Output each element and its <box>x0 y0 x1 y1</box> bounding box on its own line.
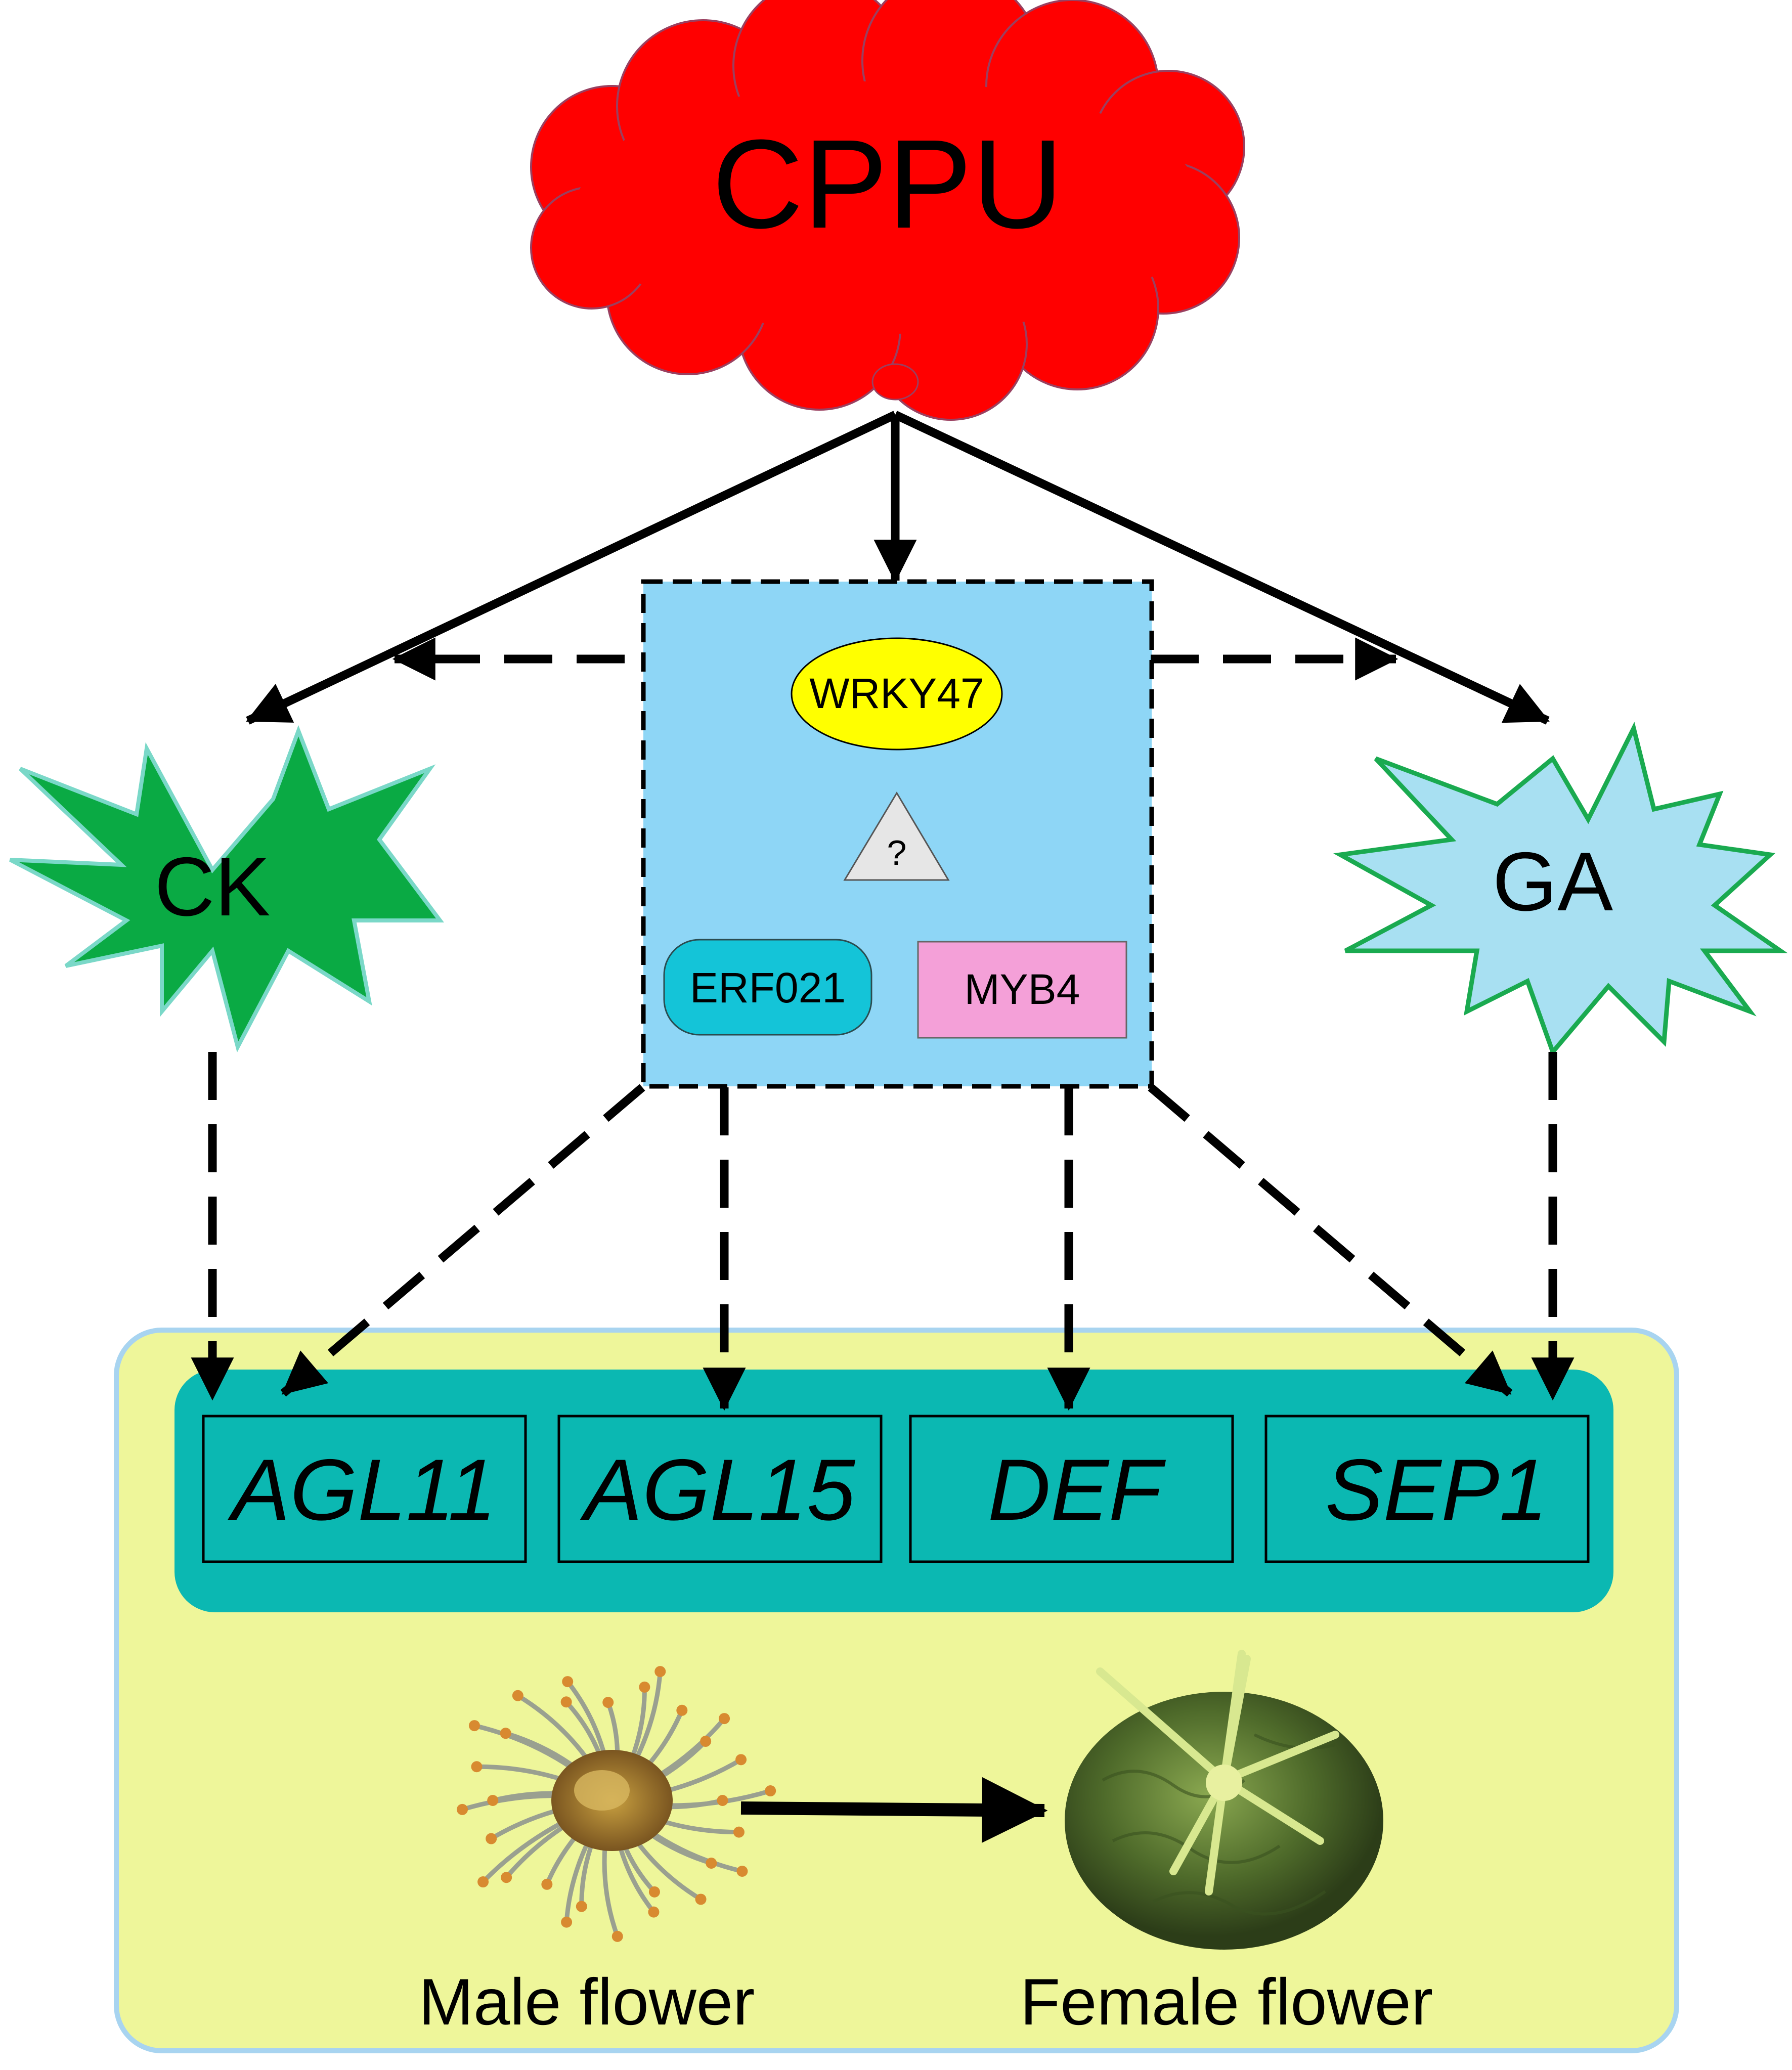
female-flower-image <box>1065 1650 1383 1950</box>
gene-agl11-label: AGL11 <box>228 1441 497 1538</box>
stamen-anther <box>700 1736 712 1747</box>
stamen-anther <box>500 1728 511 1739</box>
arrow-box-to-agl11 <box>280 1084 645 1397</box>
regulator-box: WRKY47 ? ERF021 MYB4 <box>641 579 1154 1089</box>
ga-label: GA <box>1493 835 1613 928</box>
factor-wrky47-label: WRKY47 <box>809 670 984 717</box>
gene-def-label: DEF <box>988 1441 1166 1538</box>
female-flower-label: Female flower <box>1020 1965 1433 2039</box>
stamen-anther <box>477 1876 489 1888</box>
cppu-arrows <box>246 411 1550 725</box>
stamen-anther <box>512 1690 523 1701</box>
gene-agl11: AGL11 <box>202 1415 527 1563</box>
factor-unknown: ? <box>843 791 950 881</box>
ck-label: CK <box>154 840 270 933</box>
stamen-anther <box>736 1865 748 1877</box>
stamen-anther <box>561 1916 573 1928</box>
gene-sep1-label: SEP1 <box>1325 1441 1548 1538</box>
gene-agl15: AGL15 <box>557 1415 883 1563</box>
stamen-anther <box>648 1886 660 1898</box>
stamen-anther <box>639 1681 650 1693</box>
male-flower-image <box>457 1666 776 1942</box>
ga-burst: GA <box>1333 722 1788 1056</box>
stamen-anther <box>676 1704 688 1716</box>
gene-agl15-label: AGL15 <box>580 1441 856 1538</box>
stamen-anther <box>602 1697 614 1708</box>
arrow-box-to-sep1 <box>1148 1084 1513 1397</box>
cppu-cloud: CPPU <box>530 0 1245 421</box>
stamen-anther <box>717 1795 728 1806</box>
stamen-anther <box>501 1872 512 1883</box>
stamen-anther <box>695 1893 707 1905</box>
male-flower-label: Male flower <box>419 1965 755 2039</box>
cppu-label: CPPU <box>712 113 1064 254</box>
factor-erf021: ERF021 <box>663 939 872 1036</box>
factor-wrky47: WRKY47 <box>791 637 1003 751</box>
stamen-anther <box>560 1696 572 1708</box>
factor-myb4: MYB4 <box>917 941 1127 1039</box>
stamen-anther <box>457 1803 468 1815</box>
factor-myb4-label: MYB4 <box>965 965 1080 1013</box>
ck-burst: CK <box>9 725 444 1052</box>
gene-def: DEF <box>909 1415 1234 1563</box>
stamen-anther <box>706 1858 717 1869</box>
stamen-anther <box>487 1795 499 1806</box>
arrow-cppu-to-ga <box>893 411 1550 725</box>
stamen-anther <box>562 1676 574 1688</box>
stamen-anther <box>648 1906 660 1918</box>
stamen-anther <box>611 1930 623 1942</box>
gene-sep1: SEP1 <box>1264 1415 1590 1563</box>
stamen-anther <box>468 1720 480 1732</box>
factor-erf021-label: ERF021 <box>690 964 846 1011</box>
gene-band: AGL11 AGL15 DEF SEP1 <box>174 1370 1613 1612</box>
arrow-cppu-to-ck <box>246 411 897 725</box>
stamen-anther <box>471 1761 483 1773</box>
stamen-anther <box>735 1754 747 1766</box>
stamen-anther <box>576 1901 587 1912</box>
stamen-anther <box>719 1713 730 1725</box>
stamen-anther <box>654 1666 666 1678</box>
stamen-anther <box>486 1833 497 1844</box>
stamen-anther <box>541 1878 553 1890</box>
stamen-anther <box>765 1785 776 1797</box>
arrow-male-to-female <box>740 1777 1048 1843</box>
stamen-anther <box>733 1826 745 1838</box>
gene-arrows <box>191 1052 1575 1411</box>
factor-unknown-label: ? <box>887 833 907 872</box>
